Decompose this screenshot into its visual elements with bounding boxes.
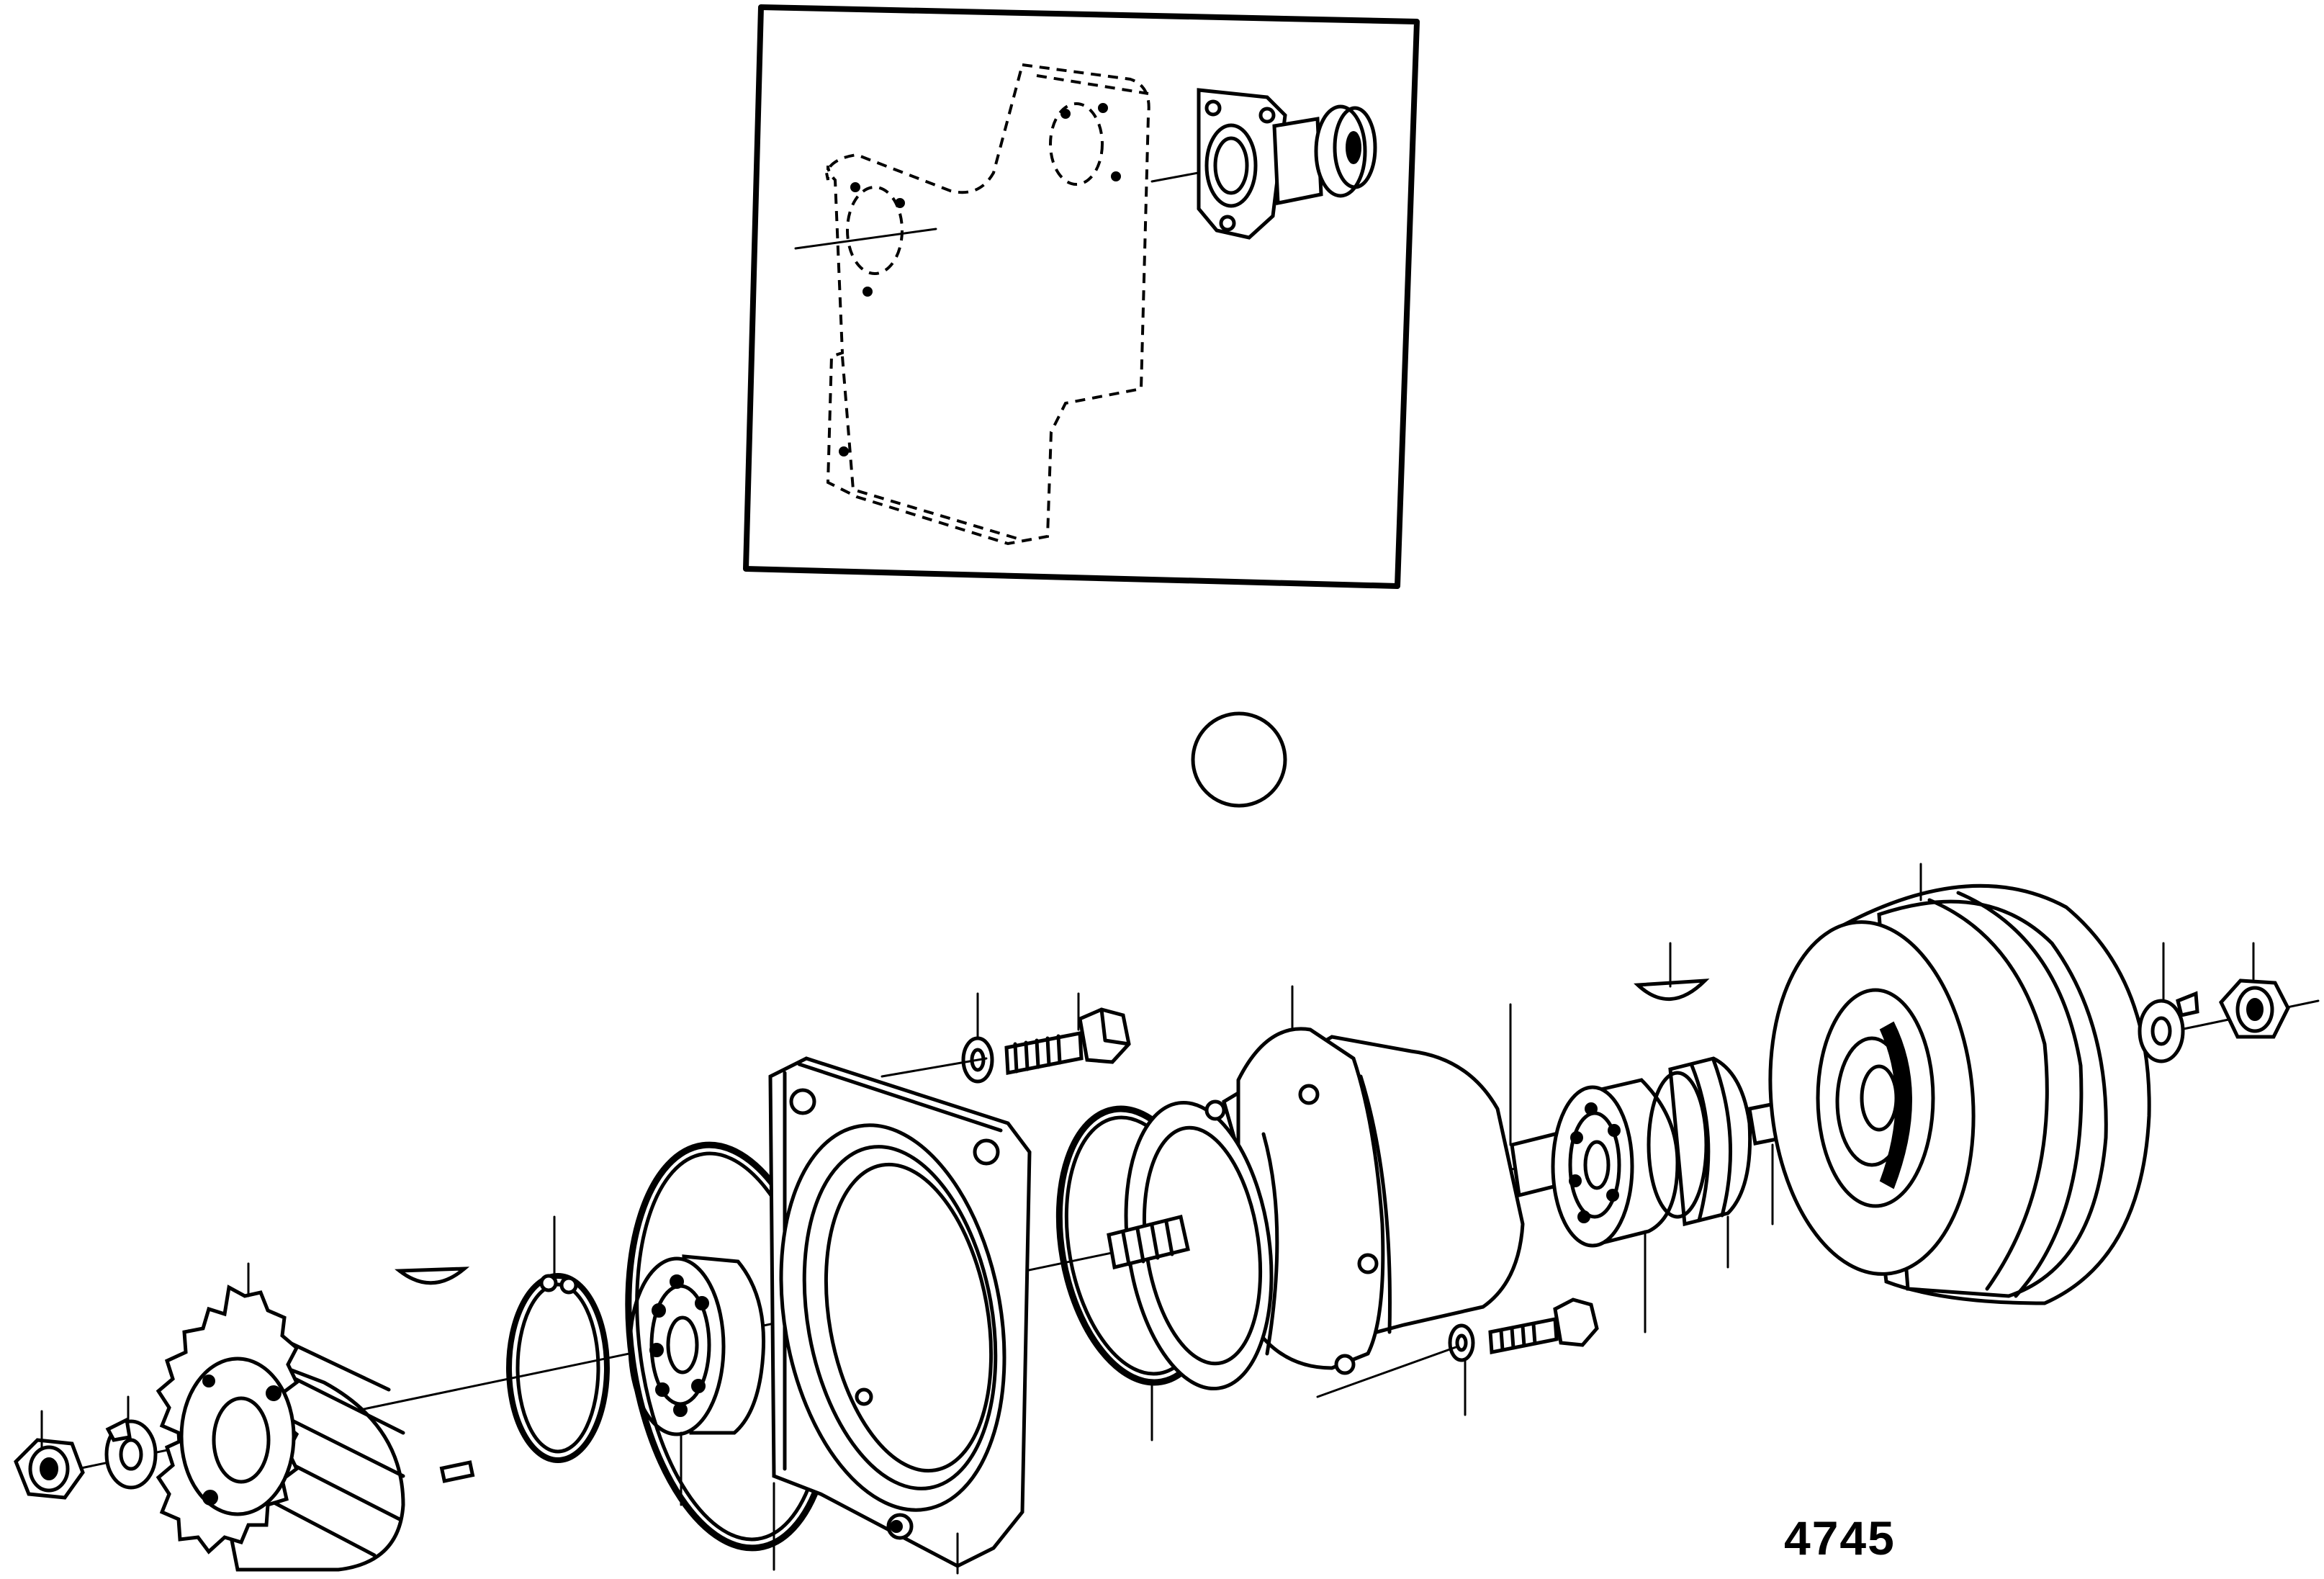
inset-pump-body (1272, 117, 1323, 206)
flange-bolt-upper (961, 1007, 1131, 1084)
pulley-nut (2219, 979, 2290, 1039)
plate-hole (850, 182, 860, 192)
woodruff-key-left (395, 1267, 470, 1285)
leader-line (1316, 1345, 1459, 1398)
plate-hole (895, 198, 905, 208)
plate-bore-lower (846, 186, 904, 275)
callout-leader-ticks (40, 863, 2255, 1575)
inset-pump-bore-inner (1213, 136, 1249, 195)
bearing-spacer-sleeve (1647, 1056, 1752, 1227)
plate-hole (839, 446, 849, 456)
pump-housing (1107, 1027, 1608, 1391)
pulley-lock-washer (2138, 991, 2199, 1063)
plate-bore-upper (1049, 102, 1104, 186)
inset-pulley (1314, 104, 1367, 198)
inset-flange-hole (1219, 215, 1236, 232)
guide-pin (439, 1460, 475, 1483)
timing-cover-plate-outline (824, 63, 1150, 546)
gear-lock-washer (104, 1417, 158, 1490)
woodruff-key-right (1634, 979, 1710, 1002)
plate-hole (863, 287, 873, 297)
plate-hole (1111, 171, 1121, 181)
timing-cover-plate-inner-edge (841, 74, 1149, 541)
inset-detail-view (743, 4, 1420, 589)
inset-pulley-groove (1333, 106, 1377, 189)
inset-centerline (794, 228, 937, 250)
figure-number: 4745 (1784, 1511, 1896, 1565)
mounting-flange-plate (768, 1056, 1032, 1568)
reference-circle (1191, 711, 1287, 808)
housing-bolt-lower (1448, 1297, 1599, 1362)
rear-ball-bearing (1551, 1078, 1680, 1248)
inset-pulley-hub (1346, 131, 1361, 164)
pump-drive-gear (156, 1285, 405, 1572)
gear-nut (14, 1438, 85, 1500)
plate-hole (1060, 109, 1071, 119)
double-v-belt-pulley (1768, 883, 2151, 1305)
inset-flange-hole (1204, 99, 1222, 117)
circlip (506, 1273, 610, 1463)
inset-frame (743, 4, 1420, 589)
leader-line (880, 1057, 988, 1078)
plate-hole (1098, 103, 1108, 113)
inset-flange-hole (1258, 107, 1276, 124)
